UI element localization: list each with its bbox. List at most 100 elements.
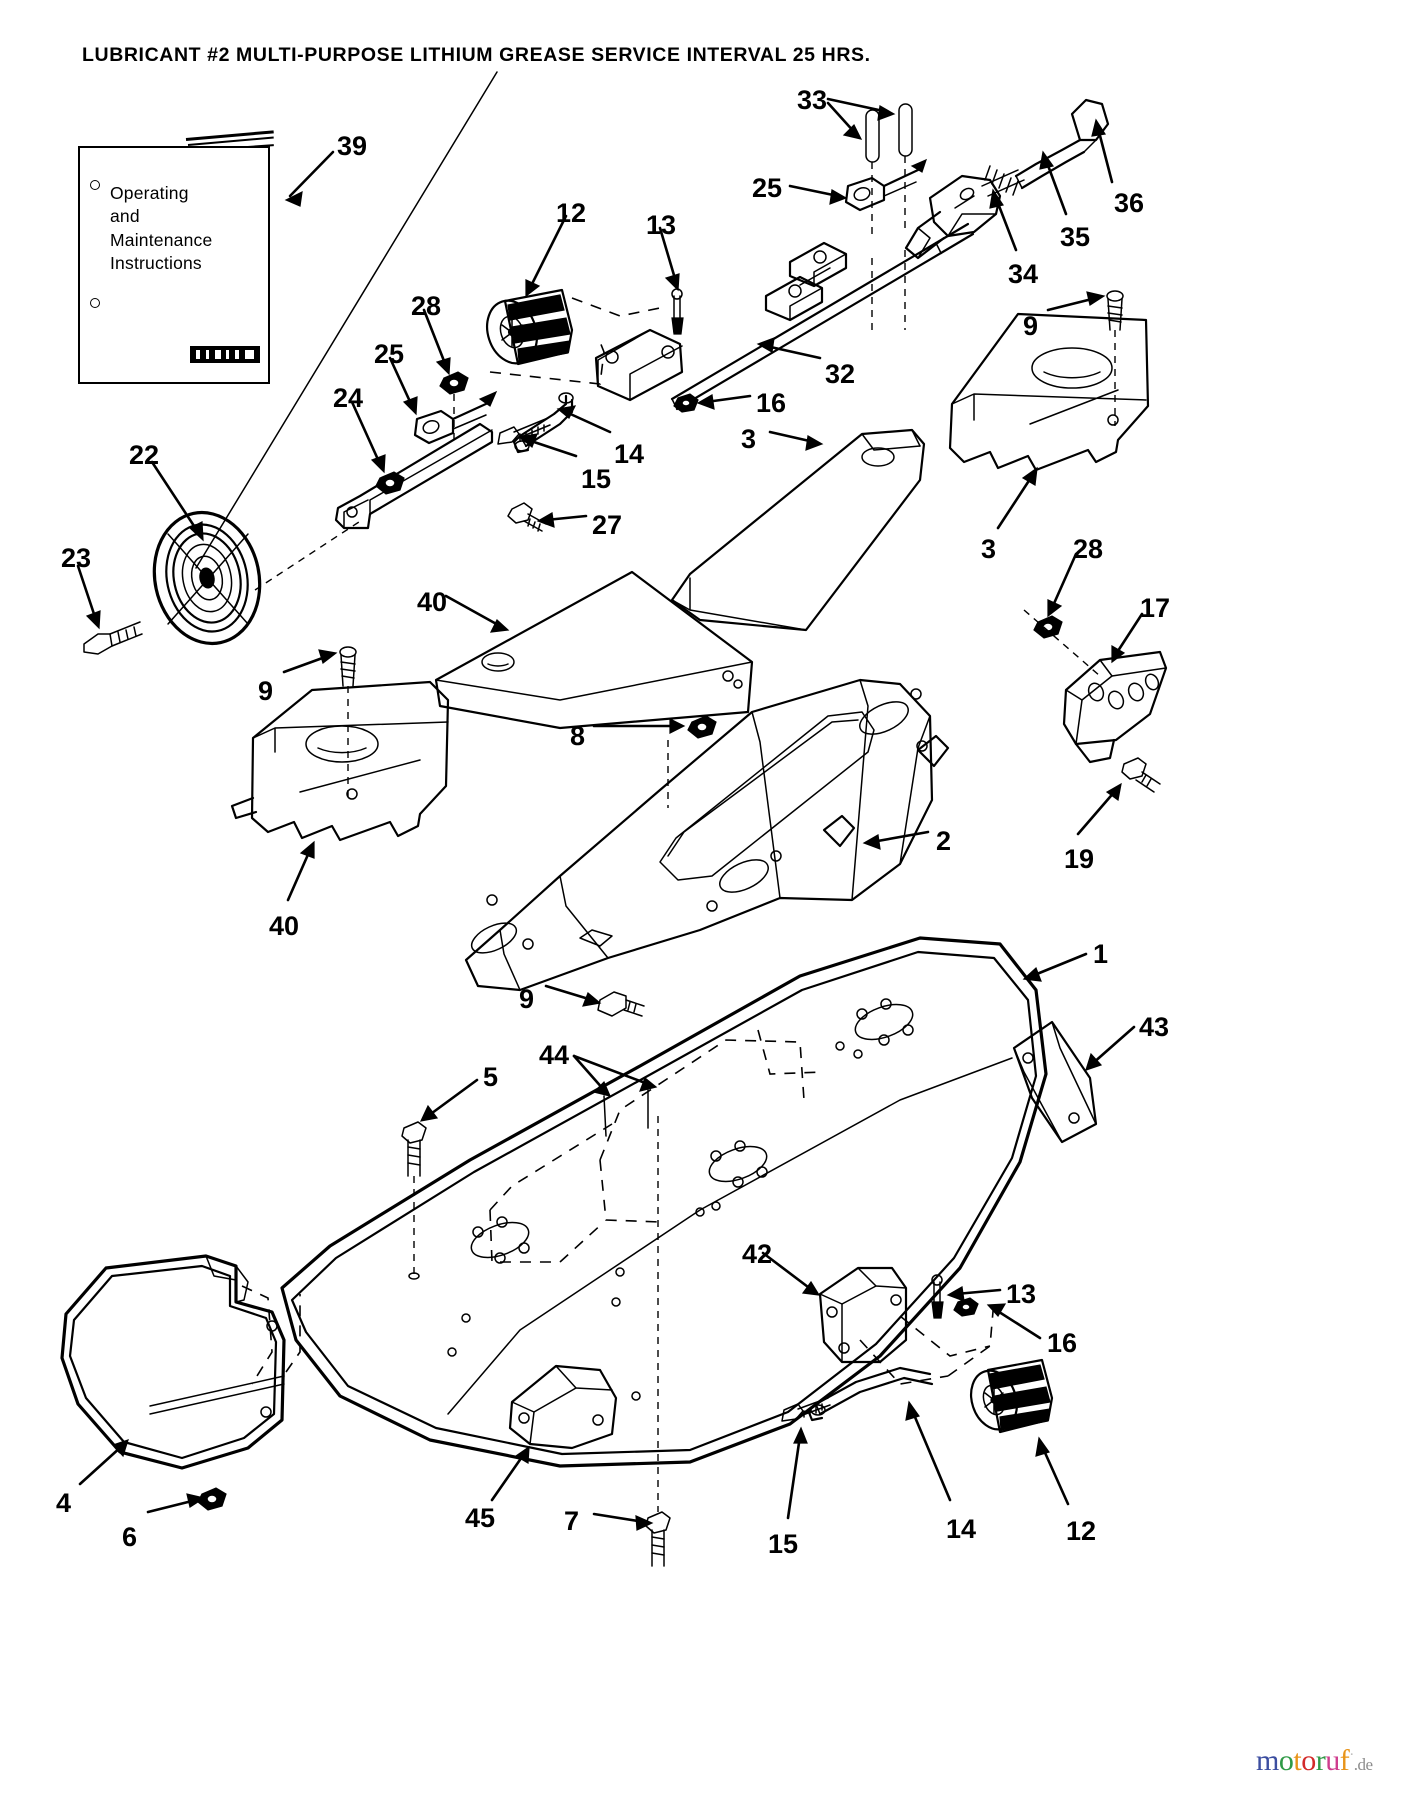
nut-28-right	[1023, 609, 1101, 677]
axle-bolt-23	[83, 621, 143, 655]
booklet-cover-text: Operating and Maintenance Instructions	[110, 182, 212, 275]
callout-number-15: 15	[768, 1529, 799, 1559]
mount-bracket-17	[1062, 650, 1168, 764]
nut-24	[375, 471, 405, 495]
roller-bracket	[594, 328, 684, 402]
lever-spring-34	[981, 165, 1025, 197]
roller-mount-dashed-12	[489, 341, 605, 385]
deck-roller-12-bottom	[970, 1358, 1054, 1434]
nut-28-left	[439, 371, 469, 440]
bolt-27	[507, 502, 547, 532]
callout-number-14: 14	[614, 439, 645, 469]
callout-number-3: 3	[741, 424, 757, 454]
deck-rear-brace-43	[1012, 1020, 1098, 1144]
nut-16-top	[673, 393, 699, 413]
deck-bracket-42	[818, 1266, 995, 1385]
wheel-axle-centerline	[254, 519, 363, 591]
callout-number-13: 13	[1006, 1279, 1037, 1309]
mower-deck-frame-2	[464, 678, 950, 992]
callout-number-3: 3	[981, 534, 997, 564]
callout-number-13: 13	[646, 210, 677, 240]
callout-number-9: 9	[519, 984, 535, 1014]
callout-number-36: 36	[1114, 188, 1145, 218]
callout-number-15: 15	[581, 464, 612, 494]
callout-number-43: 43	[1139, 1012, 1170, 1042]
callout-number-9: 9	[258, 676, 274, 706]
cotter-pin-13-bottom	[931, 1274, 944, 1319]
callout-number-5: 5	[483, 1062, 499, 1092]
discharge-chute-4	[60, 1254, 286, 1470]
watermark-letter: o	[1301, 1744, 1316, 1777]
watermark-dot: ·	[1349, 1747, 1354, 1763]
callout-number-40: 40	[269, 911, 300, 941]
watermark-letter: u	[1325, 1744, 1340, 1777]
nut-16-bottom	[953, 1297, 979, 1317]
lever-pivot-head-34	[904, 174, 1002, 260]
callout-number-9: 9	[1023, 311, 1039, 341]
deck-roller-12-top	[486, 288, 574, 366]
hairpin-clip-25-lower	[413, 390, 498, 445]
callout-number-35: 35	[1060, 222, 1091, 252]
nut-8	[667, 715, 717, 808]
bolt-5	[401, 1121, 427, 1280]
watermark-letter: m	[1256, 1744, 1279, 1777]
handle-rod-14-bottom	[806, 1366, 934, 1422]
callout-number-14: 14	[946, 1514, 977, 1544]
watermark-letter: t	[1293, 1744, 1302, 1777]
booklet-line-2: and	[110, 206, 140, 227]
nut-6	[197, 1487, 227, 1511]
fastener-44-markers	[603, 1089, 649, 1137]
callout-number-22: 22	[129, 440, 160, 470]
booklet-punch-hole	[90, 298, 100, 308]
callout-number-2: 2	[936, 826, 952, 856]
watermark-letter: o	[1278, 1744, 1294, 1777]
deck-bracket-45	[508, 1364, 618, 1450]
callout-number-8: 8	[570, 721, 586, 751]
mower-deck-shell-1	[280, 936, 1048, 1468]
bolt-9-center	[597, 991, 645, 1017]
booklet-line-1: Operating	[110, 183, 189, 203]
lift-rod-brackets	[764, 241, 848, 322]
callout-number-19: 19	[1064, 844, 1095, 874]
cotter-pin-13-top	[671, 288, 684, 335]
callout-number-33: 33	[797, 85, 828, 115]
callout-number-39: 39	[337, 131, 368, 161]
callout-number-16: 16	[1047, 1328, 1078, 1358]
lift-lever-handle-35-36	[1014, 98, 1110, 190]
handle-rod-14	[512, 392, 574, 454]
roll-pins-33	[865, 103, 913, 330]
booklet-barcode	[190, 346, 260, 363]
booklet-punch-hole	[90, 180, 100, 190]
callout-number-32: 32	[825, 359, 856, 389]
callout-number-16: 16	[756, 388, 787, 418]
callout-number-44: 44	[539, 1040, 570, 1070]
callout-number-23: 23	[61, 543, 92, 573]
bolt-19	[1121, 757, 1161, 793]
chute-flange-dashed-2	[285, 1294, 301, 1373]
callout-number-17: 17	[1140, 593, 1171, 623]
roller-mount-dashed-12b	[571, 297, 661, 317]
callout-number-12: 12	[1066, 1516, 1097, 1546]
belt-cover-40-center	[434, 570, 754, 730]
callout-number-40: 40	[417, 587, 448, 617]
belt-guard-3-center	[670, 428, 926, 632]
callout-number-28: 28	[411, 291, 442, 321]
belt-cover-3-right	[948, 312, 1150, 472]
callout-number-28: 28	[1073, 534, 1104, 564]
watermark-letter: r	[1315, 1744, 1326, 1777]
screw-9-left	[339, 646, 357, 800]
callout-number-27: 27	[592, 510, 623, 540]
callout-number-1: 1	[1093, 939, 1109, 969]
screw-9-right	[1106, 290, 1124, 426]
booklet-line-3: Maintenance	[110, 229, 213, 250]
callout-number-12: 12	[556, 198, 587, 228]
operating-manual-booklet: Operating and Maintenance Instructions	[78, 130, 274, 386]
callout-number-42: 42	[742, 1239, 773, 1269]
callout-number-24: 24	[333, 383, 364, 413]
chute-flange-dashed	[241, 1285, 273, 1385]
site-watermark: motoruf·.de	[1256, 1744, 1373, 1778]
callout-number-34: 34	[1008, 259, 1039, 289]
callout-number-6: 6	[122, 1522, 138, 1552]
callout-number-25: 25	[752, 173, 783, 203]
